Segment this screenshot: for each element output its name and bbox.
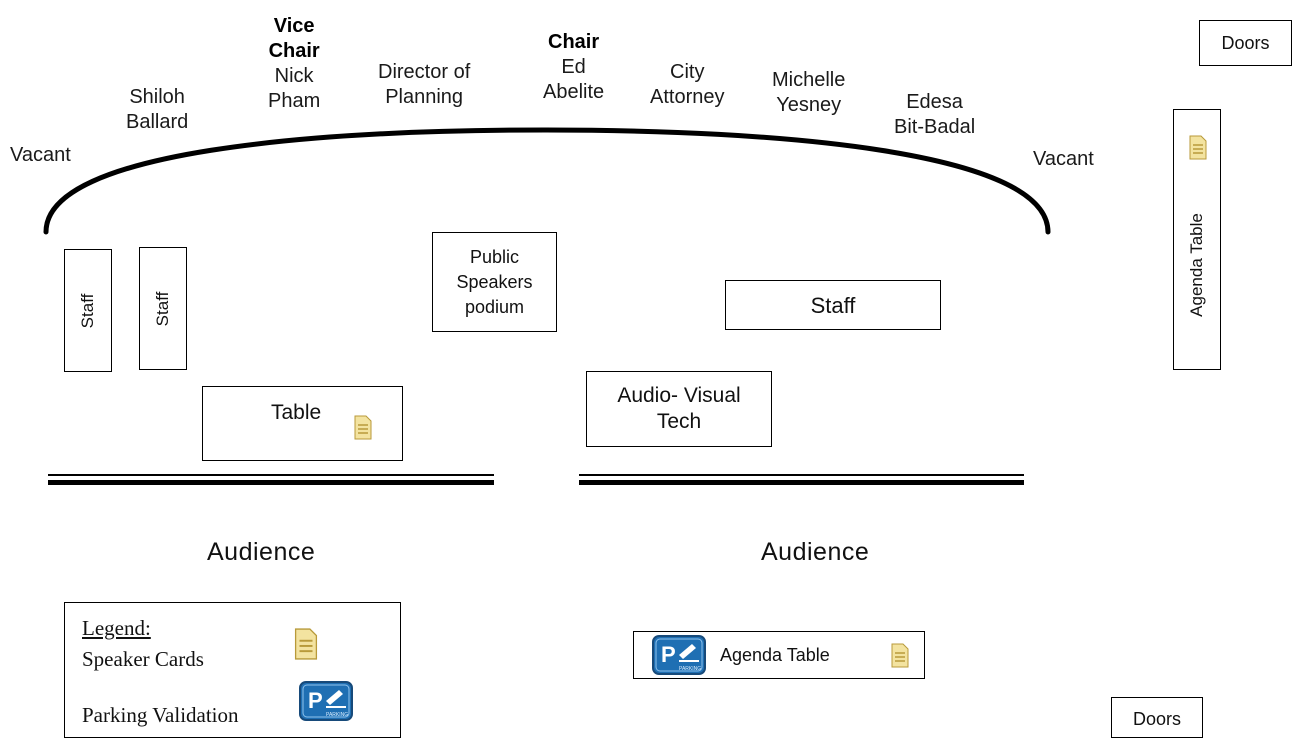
seat-name-line: Bit-Badal [894, 116, 976, 138]
seat-name-line: Shiloh [129, 86, 185, 108]
podium-label-line: podium [464, 297, 525, 317]
seat-role-line: Vice [273, 15, 315, 37]
seat-vacant-right: Vacant [1033, 147, 1094, 172]
speaker-card-table: Table [202, 386, 403, 461]
svg-text:P: P [308, 688, 323, 713]
seat-name-line: Ballard [126, 111, 189, 133]
svg-text:P: P [661, 642, 676, 667]
staff-table-right: Staff [725, 280, 941, 330]
table-label: Table [271, 401, 322, 424]
seat-director-of-planning: Director of Planning [378, 60, 470, 110]
seat-name-line: Yesney [776, 94, 842, 116]
staff-seat-2-label: Staff [153, 291, 172, 326]
speaker-card-icon [294, 628, 318, 660]
seat-vacant-left: Vacant [10, 143, 71, 168]
seat-city-attorney: City Attorney [650, 60, 724, 110]
agenda-table-vertical-label: Agenda Table [1187, 213, 1206, 318]
seat-vice-chair: Vice Chair Nick Pham [268, 14, 320, 114]
av-tech-label-line: Tech [656, 410, 702, 433]
seat-edesa-bit-badal: Edesa Bit-Badal [894, 90, 975, 140]
speaker-card-icon [354, 415, 372, 440]
audience-label-right: Audience [761, 538, 870, 566]
seat-name-line: Abelite [543, 81, 605, 103]
doors-top-label: Doors [1221, 33, 1270, 53]
audio-visual-tech: Audio- Visual Tech [586, 371, 772, 447]
agenda-table-vertical: Agenda Table [1173, 109, 1221, 370]
av-tech-label-line: Audio- Visual [617, 384, 741, 407]
audience-barrier-left [48, 474, 494, 485]
agenda-table-bottom: P PARKING Agenda Table [633, 631, 925, 679]
doors-bottom: Doors [1111, 697, 1203, 738]
seat-name-line: Attorney [650, 86, 725, 108]
seat-role-line: Chair [268, 40, 320, 62]
parking-validation-icon: P PARKING [652, 635, 706, 675]
legend-title: Legend: [82, 616, 151, 640]
seat-name-line: Director of [378, 61, 471, 83]
public-speakers-podium: Public Speakers podium [432, 232, 557, 332]
parking-icon-text: PARKING [326, 712, 348, 718]
seat-role-line: Chair [548, 31, 600, 53]
parking-validation-icon: P PARKING [299, 681, 353, 721]
seat-name-line: City [670, 61, 705, 83]
av-tech-label: Audio- Visual Tech [587, 383, 771, 435]
seat-name: Vacant [1033, 148, 1094, 170]
staff-seat-1: Staff [64, 249, 112, 372]
doors-bottom-label: Doors [1132, 709, 1181, 729]
seat-chair: Chair Ed Abelite [543, 30, 604, 105]
seat-name-line: Planning [385, 86, 464, 108]
podium-label-line: Public [469, 247, 520, 267]
seat-name-line: Michelle [772, 69, 846, 91]
legend: Legend: Speaker Cards Parking Validation… [64, 602, 401, 738]
staff-table-right-label: Staff [810, 293, 856, 318]
podium-label-line: Speakers [456, 272, 533, 292]
seat-name-line: Pham [268, 90, 321, 112]
legend-parking-validation-label: Parking Validation [82, 703, 239, 727]
podium-label: Public Speakers podium [433, 245, 556, 320]
dais-curve [43, 127, 1051, 235]
doors-top: Doors [1199, 20, 1292, 66]
staff-seat-1-label: Staff [78, 293, 97, 328]
seat-michelle-yesney: Michelle Yesney [772, 68, 845, 118]
seat-name-line: Ed [561, 56, 586, 78]
staff-seat-2: Staff [139, 247, 187, 370]
speaker-card-icon [891, 643, 909, 668]
parking-icon-text: PARKING [679, 666, 701, 672]
seat-shiloh-ballard: Shiloh Ballard [126, 85, 188, 135]
audience-label-left: Audience [207, 538, 316, 566]
seat-name-line: Nick [274, 65, 314, 87]
seat-name-line: Edesa [906, 91, 963, 113]
agenda-table-bottom-label: Agenda Table [720, 645, 830, 665]
speaker-card-icon [1189, 135, 1207, 160]
audience-barrier-right [579, 474, 1024, 485]
legend-speaker-cards-label: Speaker Cards [82, 647, 204, 671]
seat-name: Vacant [10, 144, 71, 166]
